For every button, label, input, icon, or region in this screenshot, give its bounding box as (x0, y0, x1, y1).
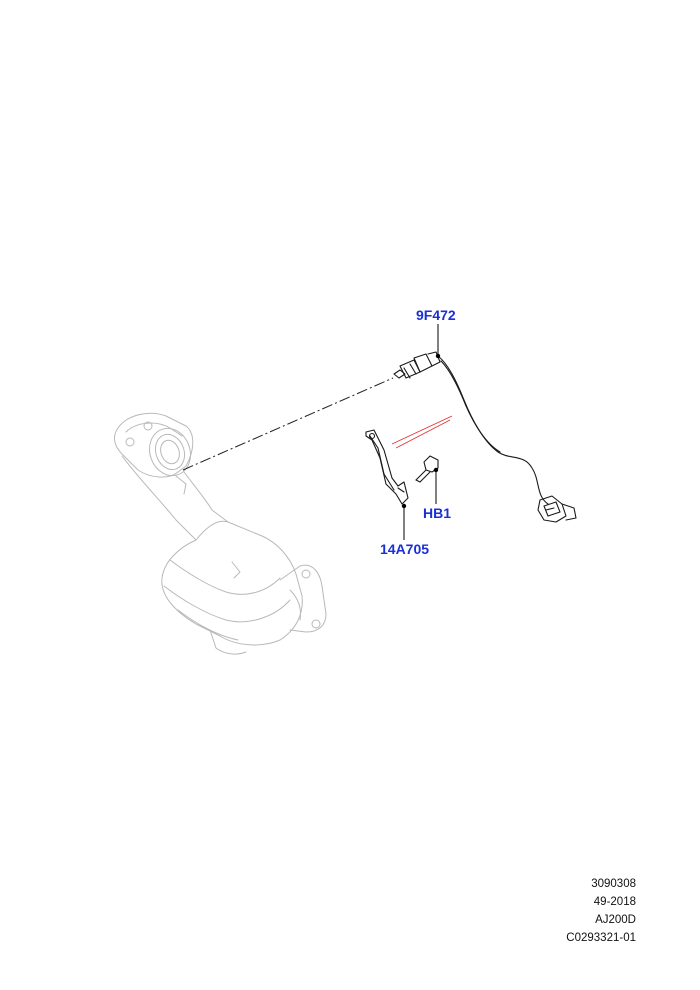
bolt-HB1[interactable] (415, 455, 439, 483)
catalytic-converter-ghost (114, 412, 327, 655)
oxygen-sensor-9F472[interactable] (393, 351, 577, 523)
reference-line: C0293321-01 (566, 932, 636, 944)
highlight-lines (391, 415, 453, 449)
reference-line: AJ200D (595, 914, 636, 926)
reference-line: 49-2018 (593, 896, 636, 908)
heat-shield-bracket-14A705[interactable] (365, 429, 409, 505)
callout-leaders (401, 324, 441, 540)
callout-14A705[interactable]: 14A705 (380, 541, 429, 557)
callout-HB1[interactable]: HB1 (423, 505, 451, 521)
reference-line: 3090308 (591, 878, 636, 890)
callout-9F472[interactable]: 9F472 (416, 307, 456, 323)
assembly-centerline (182, 377, 394, 471)
reference-block: 3090308 49-2018 AJ200D C0293321-01 (516, 875, 636, 947)
